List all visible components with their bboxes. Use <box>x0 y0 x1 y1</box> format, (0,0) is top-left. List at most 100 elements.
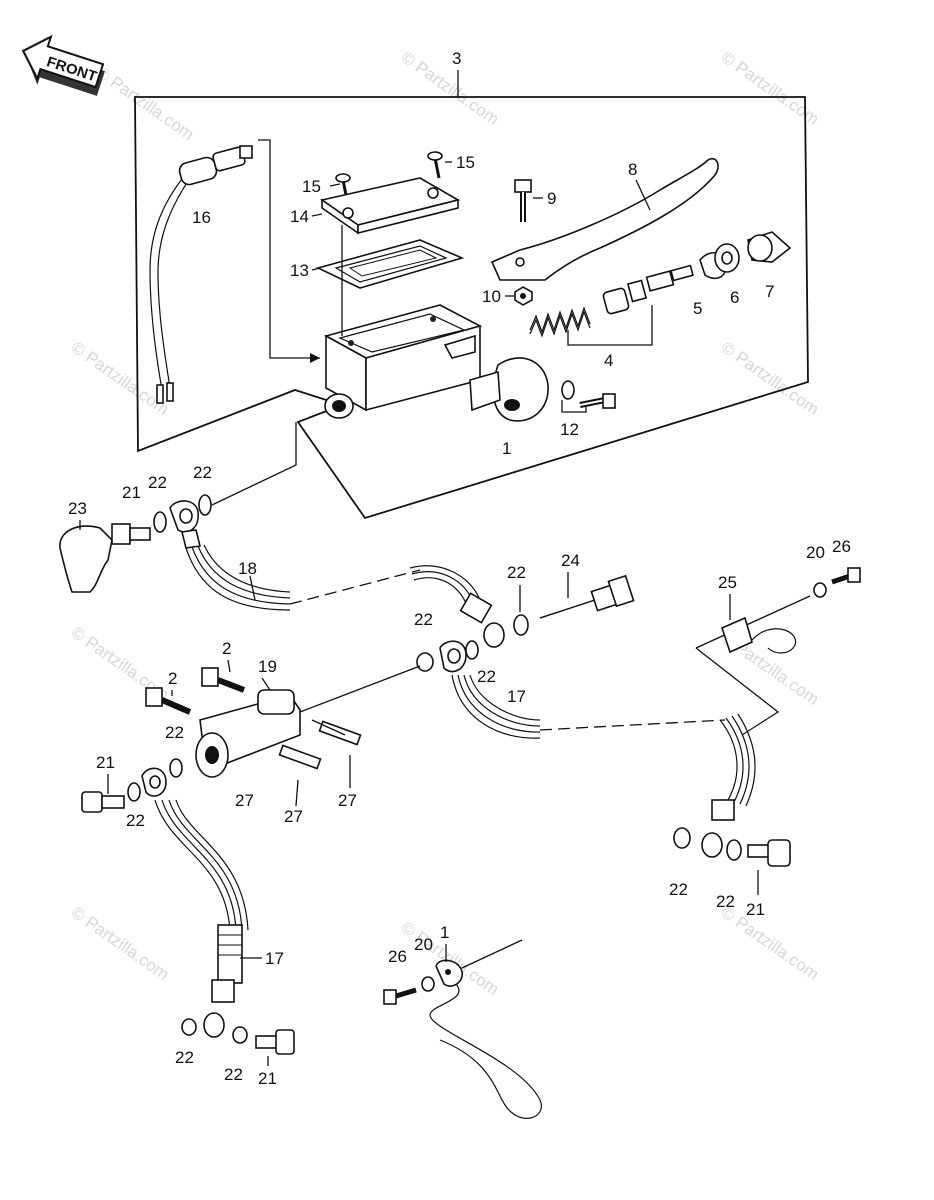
callout-20-upper: 20 <box>806 543 825 562</box>
clamp-bolt <box>561 380 616 409</box>
watermark-text: © Partzilla.com <box>718 338 823 419</box>
callout-6: 6 <box>730 288 739 307</box>
watermark-text: © Partzilla.com <box>398 48 503 129</box>
callout-22-f: 22 <box>165 723 184 742</box>
piston-spring <box>529 306 591 338</box>
callout-21-left: 21 <box>122 483 141 502</box>
bolt-26-upper <box>831 567 861 585</box>
callout-27-c: 27 <box>338 791 357 810</box>
callout-22-a: 22 <box>148 473 167 492</box>
callout-9: 9 <box>547 189 556 208</box>
callout-22-c: 22 <box>507 563 526 582</box>
banjo-fitting-lower-left <box>141 767 167 797</box>
lever-nut <box>514 286 533 306</box>
callout-2-upper: 2 <box>222 639 231 658</box>
banjo-bolt-21-left <box>111 523 151 545</box>
callout-19: 19 <box>258 657 277 676</box>
callout-27-a: 27 <box>235 791 254 810</box>
washer-22 <box>169 758 183 778</box>
callout-22-j: 22 <box>175 1048 194 1067</box>
callout-23: 23 <box>68 499 87 518</box>
callout-21-right: 21 <box>746 900 765 919</box>
callout-13: 13 <box>290 261 309 280</box>
callout-15-right: 15 <box>456 153 475 172</box>
callout-21-mid: 21 <box>96 753 115 772</box>
callout-27-b: 27 <box>284 807 303 826</box>
dowel-pin <box>278 744 322 770</box>
callout-22-b: 22 <box>193 463 212 482</box>
callout-1-bottom: 1 <box>440 923 449 942</box>
brake-hose-18 <box>185 544 505 648</box>
hose-clamp-25 <box>721 616 797 654</box>
callout-1-top: 1 <box>502 439 511 458</box>
union-bolt-24 <box>539 574 635 619</box>
watermark-text: © Partzilla.com <box>68 338 173 419</box>
banjo-fitting-mid <box>439 640 467 673</box>
callout-7: 7 <box>765 282 774 301</box>
bolt-2-lower <box>145 687 192 715</box>
watermark-text: © Partzilla.com <box>68 903 173 984</box>
watermark-text: © Partzilla.com <box>93 63 198 144</box>
three-way-joint-19 <box>195 689 301 778</box>
callout-18: 18 <box>238 559 257 578</box>
callout-25: 25 <box>718 573 737 592</box>
screw-15-right <box>427 151 443 179</box>
banjo-bolt-21-left-lower <box>81 791 125 813</box>
banjo-bolt-21-right <box>747 839 791 867</box>
callout-10: 10 <box>482 287 501 306</box>
callout-17-mid: 17 <box>507 687 526 706</box>
washer-22 <box>673 827 691 849</box>
washer-22 <box>181 1018 197 1036</box>
callout-5: 5 <box>693 299 702 318</box>
brake-hose-17-mid <box>451 674 756 858</box>
callout-22-k: 22 <box>224 1065 243 1084</box>
callout-15-left: 15 <box>302 177 321 196</box>
master-cylinder-body <box>323 304 549 422</box>
washer-22 <box>127 782 141 802</box>
callout-14: 14 <box>290 207 309 226</box>
washer-22 <box>416 652 434 672</box>
push-rod-holder-7 <box>747 231 792 263</box>
diaphragm <box>315 239 465 289</box>
front-arrow-badge: FRONT <box>21 34 105 96</box>
callout-22-d: 22 <box>414 610 433 629</box>
callout-2-lower: 2 <box>168 669 177 688</box>
callout-26-lower: 26 <box>388 947 407 966</box>
washer-22 <box>198 494 212 516</box>
banjo-fitting-upper <box>169 500 201 549</box>
callout-22-e: 22 <box>477 667 496 686</box>
brake-switch-bracket <box>429 959 542 1119</box>
callout-22-g: 22 <box>126 811 145 830</box>
washer-20 <box>813 582 827 598</box>
callout-3: 3 <box>452 49 461 68</box>
piston-assembly <box>602 264 694 315</box>
banjo-bolt-21-bottom <box>255 1029 295 1055</box>
callout-12: 12 <box>560 420 579 439</box>
washer-22 <box>153 511 167 533</box>
leader-lines <box>79 161 759 1066</box>
pivot-bolt <box>514 179 532 222</box>
assembly-box-outline <box>134 96 809 520</box>
washer-22 <box>513 614 529 636</box>
callout-24: 24 <box>561 551 580 570</box>
washer-22 <box>232 1026 248 1044</box>
bolt-2-upper <box>201 667 246 693</box>
brake-hose-17-low <box>154 799 249 1038</box>
callout-22-i: 22 <box>716 892 735 911</box>
bolt-26-lower <box>383 987 417 1005</box>
watermark-text: © Partzilla.com <box>718 903 823 984</box>
switch-connector-23 <box>59 525 113 593</box>
callout-22-h: 22 <box>669 880 688 899</box>
brake-lever <box>490 157 719 281</box>
callout-labels: 3 16 15 15 14 13 9 8 10 5 6 7 4 12 1 23 … <box>68 49 851 1088</box>
washer-20 <box>421 976 435 992</box>
callout-4: 4 <box>604 351 613 370</box>
callout-17-low: 17 <box>265 949 284 968</box>
callout-21-bottom: 21 <box>258 1069 277 1088</box>
washer-22 <box>726 839 742 861</box>
callout-8: 8 <box>628 160 637 179</box>
brake-light-switch <box>149 145 253 404</box>
callout-26-upper: 26 <box>832 537 851 556</box>
callout-20-lower: 20 <box>414 935 433 954</box>
